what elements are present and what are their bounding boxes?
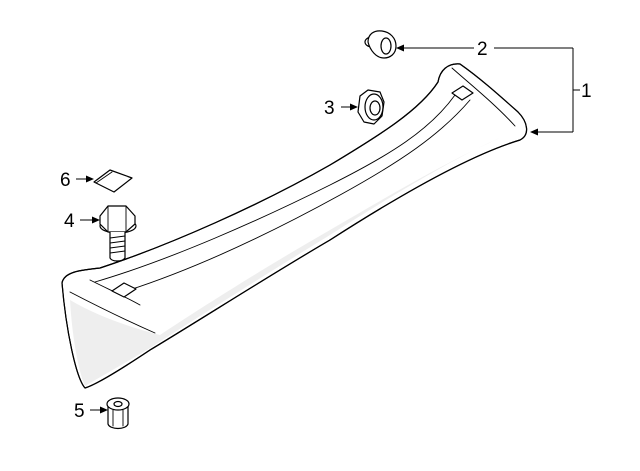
push-clip — [364, 30, 397, 59]
callout-1: 1 — [581, 81, 592, 102]
spoiler-panel — [61, 63, 528, 389]
callout-2: 2 — [477, 39, 488, 60]
callout-5: 5 — [74, 401, 85, 422]
callout-4: 4 — [64, 211, 75, 232]
callout-6: 6 — [60, 170, 71, 191]
adhesive-pad — [93, 169, 133, 193]
flange-nut — [106, 397, 130, 430]
callout-3: 3 — [324, 98, 335, 119]
grommet-nut — [357, 89, 385, 125]
hex-bolt — [99, 205, 137, 262]
leader-lines — [76, 44, 580, 414]
